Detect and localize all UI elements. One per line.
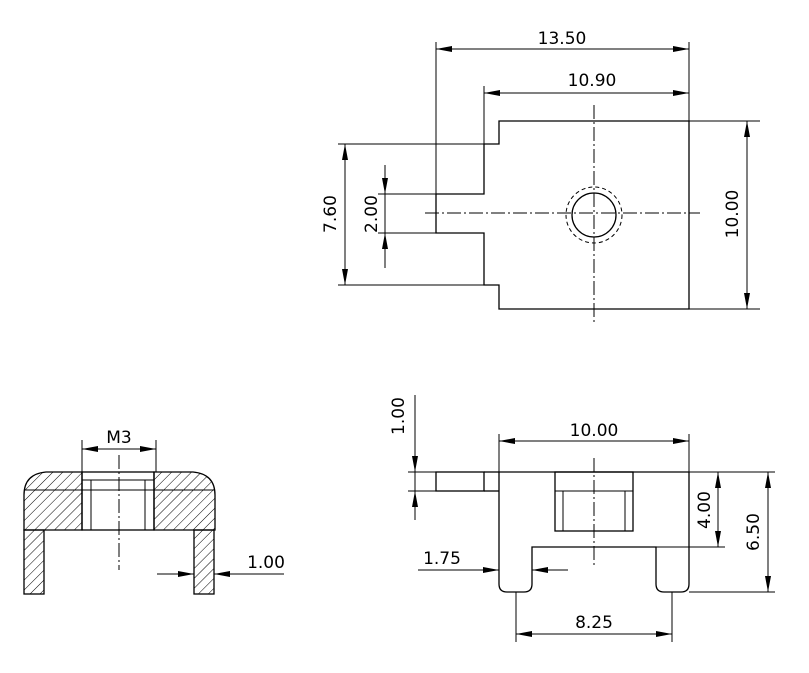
dim-13-50: 13.50	[436, 29, 689, 52]
dim-10-00-horizontal: 10.00	[498, 421, 690, 472]
dim-label: M3	[106, 428, 131, 448]
dim-10-00-vertical: 10.00	[723, 121, 750, 309]
section-thread-hole	[81, 471, 155, 531]
front-view: 1.00 10.00 4.00 6.50	[389, 395, 775, 642]
dim-label: 1.00	[389, 397, 409, 435]
front-tab	[435, 471, 485, 492]
dim-4-00: 4.00	[656, 471, 775, 548]
dim-2-00: 2.00	[362, 165, 388, 268]
top-view: 13.50 10.90 7.60 2.00 10.00	[321, 29, 760, 322]
dim-label: 10.00	[570, 421, 619, 441]
section-leg-right	[193, 529, 215, 595]
dim-10-90: 10.90	[484, 71, 689, 96]
dim-label: 13.50	[538, 29, 587, 49]
top-view-outline	[435, 120, 690, 310]
dim-1-75: 1.75	[418, 549, 568, 573]
dim-tab-1-00: 1.00	[389, 395, 436, 520]
dim-label: 1.00	[247, 553, 285, 573]
section-leg-left	[23, 529, 45, 595]
section-hatch-right	[153, 471, 216, 531]
dim-wall-1-00: 1.00	[157, 553, 285, 577]
dim-7-60: 7.60	[321, 144, 348, 285]
dim-6-50: 6.50	[689, 472, 775, 593]
dim-label: 6.50	[744, 513, 764, 551]
dim-label: 2.00	[362, 195, 382, 233]
section-hatch-left	[23, 471, 83, 531]
dim-label: 7.60	[321, 195, 341, 233]
dim-m3: M3	[81, 428, 157, 472]
dim-label: 1.75	[423, 549, 461, 569]
dim-label: 4.00	[695, 491, 715, 529]
dim-label: 8.25	[575, 613, 613, 633]
dim-label: 10.00	[723, 190, 743, 239]
section-view: M3 1.00	[23, 428, 285, 595]
dim-8-25: 8.25	[515, 592, 673, 642]
dim-label: 10.90	[568, 71, 617, 91]
